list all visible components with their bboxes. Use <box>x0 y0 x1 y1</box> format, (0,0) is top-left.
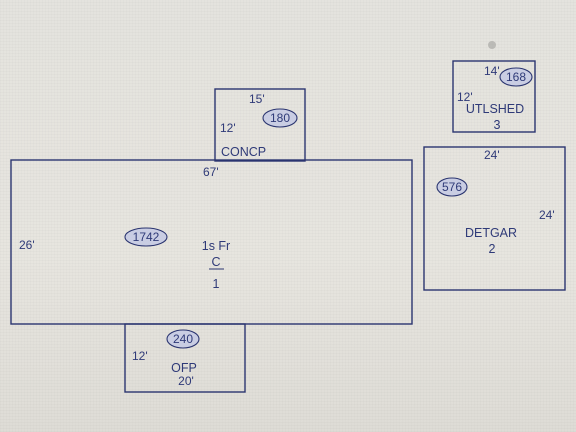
concp-top-dimension: 15' <box>249 92 265 106</box>
detgar-area-badge <box>436 177 468 197</box>
detgar-section[interactable]: 24' 576 24' DETGAR 2 <box>423 146 566 291</box>
utlshed-label: UTLSHED <box>466 102 524 116</box>
utlshed-side-dimension: 12' <box>457 90 473 104</box>
detgar-side-dimension: 24' <box>539 208 555 222</box>
detgar-outline <box>423 146 566 291</box>
utlshed-area: 168 <box>506 70 526 84</box>
main-structure-section[interactable]: 67' 26' 1742 1s Fr C 1 <box>10 159 413 325</box>
detgar-label: DETGAR <box>465 226 517 240</box>
ofp-bottom-dimension: 20' <box>178 374 194 388</box>
concp-side-dimension: 12' <box>220 121 236 135</box>
main-number: 1 <box>213 277 220 291</box>
detgar-top-dimension: 24' <box>484 148 500 162</box>
concp-label: CONCP <box>221 145 266 159</box>
utlshed-section[interactable]: 14' 168 12' UTLSHED 3 <box>452 60 536 133</box>
main-area: 1742 <box>133 230 160 244</box>
concp-area: 180 <box>270 111 290 125</box>
utlshed-top-dimension: 14' <box>484 64 500 78</box>
ofp-label: OFP <box>171 361 197 375</box>
main-side-dimension: 26' <box>19 238 35 252</box>
ofp-area-badge <box>166 329 200 349</box>
concp-outline <box>214 88 306 162</box>
ofp-outline <box>124 323 246 393</box>
main-class: C <box>211 255 220 269</box>
utlshed-outline <box>452 60 536 133</box>
ofp-side-dimension: 12' <box>132 349 148 363</box>
main-area-badge <box>124 227 168 247</box>
screen-smudge <box>488 41 496 49</box>
concp-area-badge <box>262 108 298 128</box>
utlshed-number: 3 <box>494 118 501 132</box>
ofp-section[interactable]: 240 12' OFP 20' <box>124 323 246 393</box>
concp-section[interactable]: 15' 12' 180 CONCP <box>214 88 306 162</box>
ofp-area: 240 <box>173 332 193 346</box>
main-label: 1s Fr <box>202 239 230 253</box>
detgar-number: 2 <box>489 242 496 256</box>
main-top-dimension: 67' <box>203 165 219 179</box>
detgar-area: 576 <box>442 180 462 194</box>
utlshed-area-badge <box>499 67 533 87</box>
